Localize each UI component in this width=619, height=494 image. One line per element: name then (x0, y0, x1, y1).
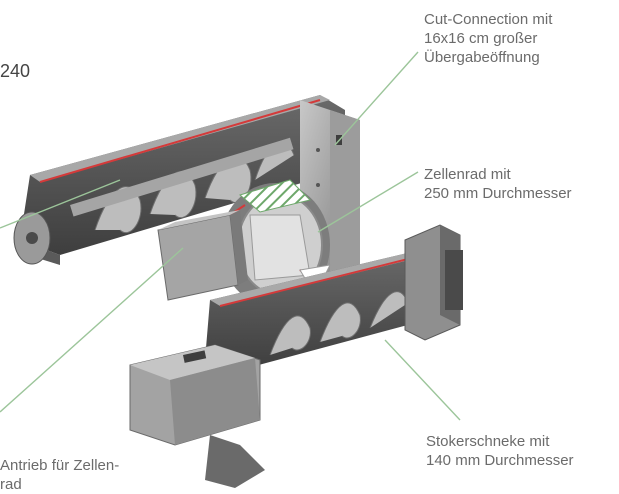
callout-line-stokerschnecke (384, 339, 461, 421)
callout-line-left (0, 179, 121, 229)
label-number-fragment: 240 (0, 61, 31, 81)
callout-line-antrieb (0, 247, 184, 413)
label-antrieb: Antrieb für Zellen- rad (0, 457, 120, 493)
drive-motor (157, 210, 248, 301)
upper-screw-trough (13, 95, 345, 265)
label-zellenrad: Zellenrad mit 250 mm Durchmesser (424, 166, 572, 202)
stoker-gearbox (129, 344, 265, 488)
stoker-screw (205, 224, 463, 370)
callout-line-cut-connection (334, 51, 419, 146)
label-stokerschnecke: Stokerschneke mit 140 mm Durchmesser (426, 433, 574, 469)
callout-line-zellenrad (317, 171, 419, 233)
callout-lines (0, 51, 461, 421)
label-cut-connection: Cut-Connection mit 16x16 cm großer Überg… (424, 11, 553, 66)
